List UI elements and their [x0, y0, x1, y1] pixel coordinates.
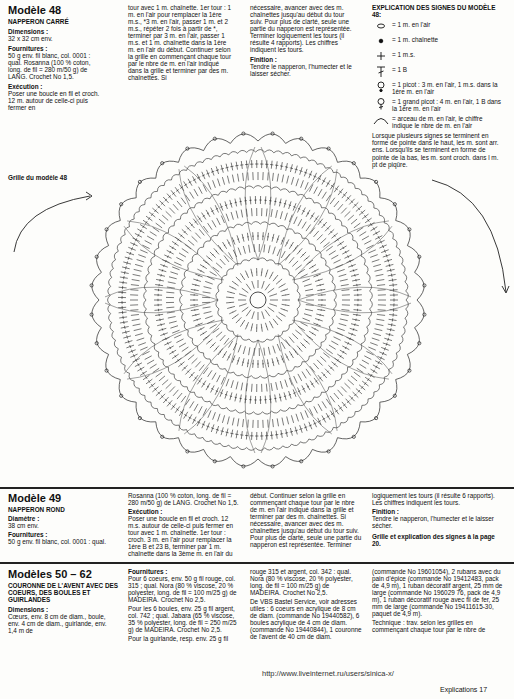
stitch-ring: [226, 268, 290, 332]
instruction-text: De VBS Bastel Service, voir adresses uti…: [250, 598, 362, 640]
section-heading: Fournitures :: [128, 568, 240, 575]
section-heading: Finition :: [372, 508, 504, 515]
stitch-symbol: [372, 21, 390, 33]
instruction-text: (commande No 19601054), 2 rubans avec du…: [372, 568, 504, 617]
section-heading: Finition :: [250, 56, 354, 63]
section-heading: NAPPERON CARRÉ: [8, 18, 123, 25]
petal-fans: [105, 147, 411, 453]
section-heading: Fournitures :: [8, 45, 100, 52]
stitch-ring: [154, 196, 362, 404]
instruction-text: Tendre le napperon, l'humecter et le lai…: [372, 515, 504, 529]
instruction-text: 32 x 32 cm env.: [8, 35, 100, 42]
continuation-arc: [432, 180, 506, 292]
instruction-text: Pour 6 coeurs, env. 50 g fil rouge, col.…: [128, 575, 240, 603]
stitch-ring: [180, 222, 337, 379]
instruction-text: tour avec 1 m. chaînette. 1er tour : 1 m…: [128, 4, 232, 82]
instruction-text: Pour les 6 boules, env. 25 g fil argent,…: [128, 605, 240, 633]
stitch-ring: [108, 150, 409, 451]
stitch-symbol: [372, 115, 390, 127]
stitch-symbol: [372, 36, 390, 48]
section-heading: Dimensions :: [8, 606, 108, 613]
section-heading: Fournitures :: [8, 531, 108, 538]
instruction-text: début. Continuer selon la grille en comm…: [250, 492, 362, 548]
legend-item: = 1 m. en l'air: [372, 21, 504, 28]
instruction-text: Poser une boucle en fil et croch. 12 m.s…: [128, 515, 240, 557]
section-heading: Grille et explication des signes à la pa…: [372, 533, 504, 547]
continuation-arc: [14, 196, 90, 252]
legend-item: = 1 grand picot : 4 m. en l'air, 1 B dan…: [372, 98, 504, 112]
instruction-text: 38 cm env.: [8, 522, 108, 529]
stitch-symbol: [372, 51, 390, 63]
instruction-text: logiquement les tours (il résulte 6 rapp…: [372, 492, 504, 506]
legend-item: = 1 m.s.: [372, 51, 504, 58]
legend-item: = 1 m. chaînette: [372, 36, 504, 43]
model-heading: Modèles 50 – 62: [8, 568, 123, 581]
instruction-text: 50 g env. fil blanc, col. 0001 : qual.: [8, 538, 118, 545]
legend-text: = 1 B: [372, 66, 504, 73]
arc-arrow: [86, 192, 92, 200]
instruction-text: Poser une boucle en fil et croch. 12 m. …: [8, 90, 100, 111]
page-footer: Explications 17: [440, 686, 508, 694]
instruction-text: Pour la guirlande, resp. env. 25 g fil: [128, 635, 240, 642]
instruction-text: 50 g env. fil blanc, col. 0001 : qual. R…: [8, 52, 100, 80]
arc-arrow: [502, 286, 509, 293]
legend-item: = 1 picot : 3 m. en l'air, 1 m.s. dans l…: [372, 81, 504, 95]
model-heading: Modèle 49: [8, 492, 123, 505]
section-heading: Dimensions :: [8, 28, 100, 35]
section-rule: [0, 562, 514, 564]
instruction-text: Technique : trav. selon les grilles en c…: [372, 619, 504, 633]
section-heading: EXPLICATION DES SIGNES DU MODÈLE 48:: [372, 4, 504, 18]
legend-text: = 1 grand picot : 4 m. en l'air, 1 B dan…: [372, 98, 504, 112]
section-heading: Exécution :: [128, 508, 240, 515]
instruction-text: Rosanna (100 % coton, long. de fil = 280…: [128, 492, 240, 506]
legend-text: = 1 m. chaînette: [372, 36, 504, 43]
section-heading: Grille du modèle 48: [8, 174, 98, 181]
stitch-symbol: [372, 98, 390, 110]
stitch-ring: [238, 280, 278, 320]
stitch-ring: [118, 160, 398, 440]
stitch-symbol: [372, 81, 390, 93]
stitch-symbol: [372, 66, 390, 78]
stitch-ring: [166, 208, 350, 392]
watermark: http://www.liveinternet.ru/users/sinica-…: [262, 670, 502, 678]
section-heading: Diamètre :: [8, 515, 108, 522]
section-heading: COURONNE DE L'AVENT AVEC DES COEURS, DES…: [8, 582, 120, 603]
instruction-text: nécessaire, avancer avec des m. chaînett…: [250, 4, 354, 53]
legend-text: = 1 picot : 3 m. en l'air, 1 m.s. dans l…: [372, 81, 504, 95]
outer-scallops: [90, 132, 426, 468]
instruction-text: Lorsque plusieurs signes se terminent en…: [372, 132, 504, 167]
section-heading: NAPPERON ROND: [8, 506, 123, 513]
instruction-text: Cœurs, env. 8 cm de diam., boule, env. 4…: [8, 613, 116, 634]
section-rule: [0, 487, 514, 489]
section-heading: Exécution :: [8, 83, 100, 90]
stitch-ring: [190, 232, 326, 368]
stitch-ring: [130, 172, 386, 428]
stitch-ring: [202, 244, 314, 356]
center-ring: [250, 292, 266, 308]
model-heading: Modèle 48: [8, 4, 123, 17]
legend-text: = 1 m.s.: [372, 51, 504, 58]
legend-text: = arceau de m. en l'air, le chiffre indi…: [372, 115, 504, 129]
stitch-ring: [144, 186, 373, 415]
instruction-text: rouge 315 et argent, col. 342 : qual. No…: [250, 568, 362, 596]
legend-item: = 1 B: [372, 66, 504, 73]
stitch-ring: [216, 258, 300, 342]
legend-item: = arceau de m. en l'air, le chiffre indi…: [372, 115, 504, 129]
legend-text: = 1 m. en l'air: [372, 21, 504, 28]
instruction-text: Tendre le napperon, l'humecter et le lai…: [250, 63, 354, 77]
